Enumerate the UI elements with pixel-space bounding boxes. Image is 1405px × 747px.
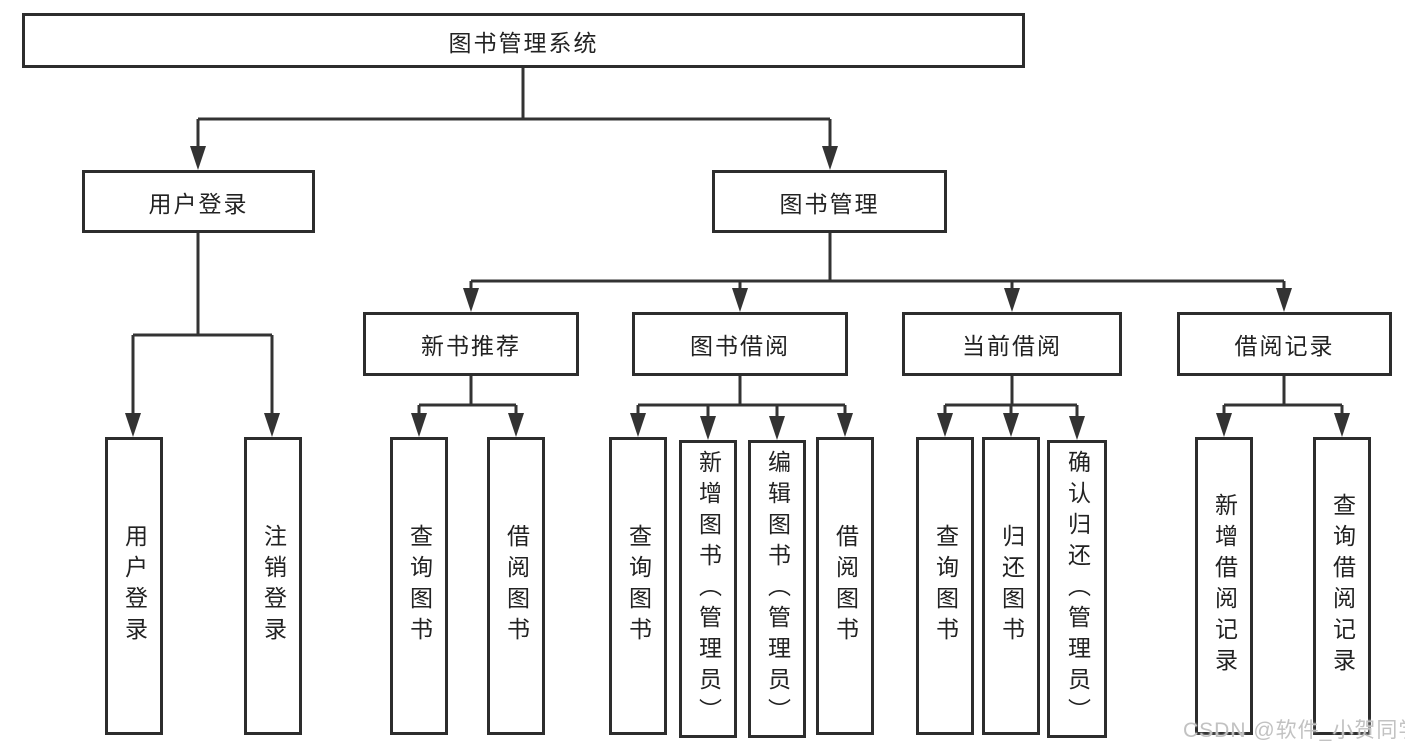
connector-current-branch <box>943 376 1079 416</box>
connector-records-branch <box>1222 376 1344 413</box>
connector-newbooks-branch <box>417 376 518 413</box>
node-user-login: 用户登录 <box>82 170 315 233</box>
csdn-watermark: CSDN @软件_小贺同学 <box>1183 719 1405 742</box>
leaf-add-borrow-record: 新增借阅记录 <box>1195 437 1253 735</box>
node-library-system: 图书管理系统 <box>22 13 1025 68</box>
connector-login-branch <box>131 233 274 413</box>
leaf-return-books: 归还图书 <box>982 437 1040 735</box>
leaf-query-books-current: 查询图书 <box>916 437 974 735</box>
leaf-user-login: 用户登录 <box>105 437 163 735</box>
node-borrow-records: 借阅记录 <box>1177 312 1392 376</box>
leaf-logout: 注销登录 <box>244 437 302 735</box>
node-book-borrow: 图书借阅 <box>632 312 848 376</box>
leaf-borrow-books-recommend: 借阅图书 <box>487 437 545 735</box>
connector-root-to-level2 <box>196 68 832 146</box>
connector-mgmt-to-level3 <box>469 233 1286 288</box>
leaf-borrow-books: 借阅图书 <box>816 437 874 735</box>
leaf-edit-books-admin: 编辑图书（管理员） <box>748 440 806 738</box>
connector-borrow-branch <box>636 376 847 416</box>
leaf-query-books-borrow: 查询图书 <box>609 437 667 735</box>
arrowheads <box>125 146 1350 440</box>
node-current-borrow: 当前借阅 <box>902 312 1122 376</box>
leaf-query-borrow-record: 查询借阅记录 <box>1313 437 1371 735</box>
node-new-book-recommend: 新书推荐 <box>363 312 579 376</box>
leaf-confirm-return-admin: 确认归还（管理员） <box>1047 440 1107 738</box>
leaf-add-books-admin: 新增图书（管理员） <box>679 440 737 738</box>
leaf-query-books-recommend: 查询图书 <box>390 437 448 735</box>
node-book-management: 图书管理 <box>712 170 947 233</box>
